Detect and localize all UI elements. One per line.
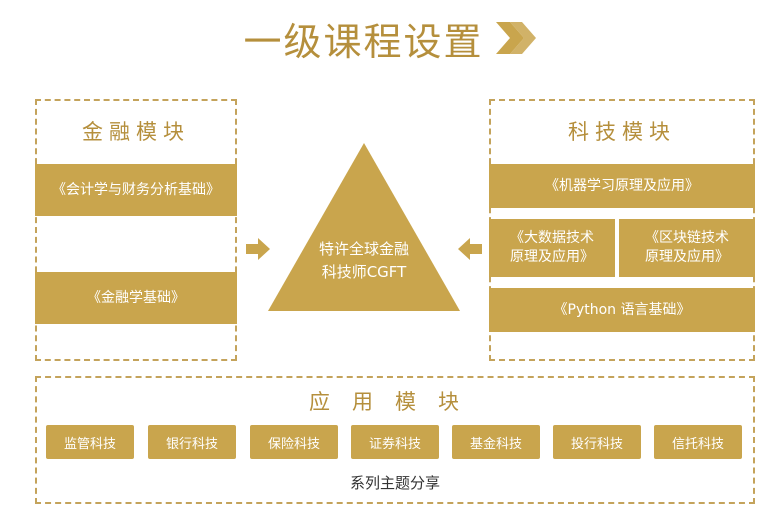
course-big-data-line2: 原理及应用》: [510, 249, 594, 265]
course-machine-learning: 《机器学习原理及应用》: [489, 164, 755, 208]
course-big-data-line1: 《大数据技术: [510, 230, 594, 247]
page-title-row: 一级课程设置: [0, 8, 781, 68]
tag-banking-tech: 银行科技: [148, 425, 236, 459]
application-module-panel: [35, 376, 755, 504]
tag-investment-banking-tech: 投行科技: [553, 425, 641, 459]
page-title: 一级课程设置: [243, 19, 484, 64]
tag-securities-tech: 证券科技: [351, 425, 439, 459]
cgft-label-line1: 特许全球金融: [318, 240, 409, 258]
cgft-label-line2: 科技师CGFT: [321, 263, 407, 282]
arrow-left-icon: [458, 238, 482, 260]
tech-module-title: 科技模块: [568, 120, 676, 144]
cgft-triangle: [268, 143, 460, 311]
application-module-title: 应用模块: [309, 390, 481, 414]
tag-trust-tech: 信托科技: [654, 425, 742, 459]
finance-module-title: 金融模块: [82, 120, 190, 144]
series-topic-sharing: 系列主题分享: [349, 474, 440, 492]
tag-fund-tech: 基金科技: [452, 425, 540, 459]
tag-regtech: 监管科技: [46, 425, 134, 459]
course-finance-basics: 《金融学基础》: [35, 272, 237, 324]
tag-insurance-tech: 保险科技: [250, 425, 338, 459]
course-big-data: 《大数据技术 原理及应用》: [489, 219, 615, 277]
course-blockchain-line1: 《区块链技术: [645, 230, 729, 247]
course-python: 《Python 语言基础》: [489, 288, 755, 332]
cgft-label: 特许全球金融 科技师CGFT: [268, 238, 460, 285]
arrow-right-icon: [246, 238, 270, 260]
course-blockchain-line2: 原理及应用》: [645, 249, 729, 265]
double-chevron-right-icon: [494, 20, 538, 56]
finance-module-panel: [35, 99, 237, 361]
course-accounting: 《会计学与财务分析基础》: [35, 164, 237, 216]
course-blockchain: 《区块链技术 原理及应用》: [619, 219, 755, 277]
